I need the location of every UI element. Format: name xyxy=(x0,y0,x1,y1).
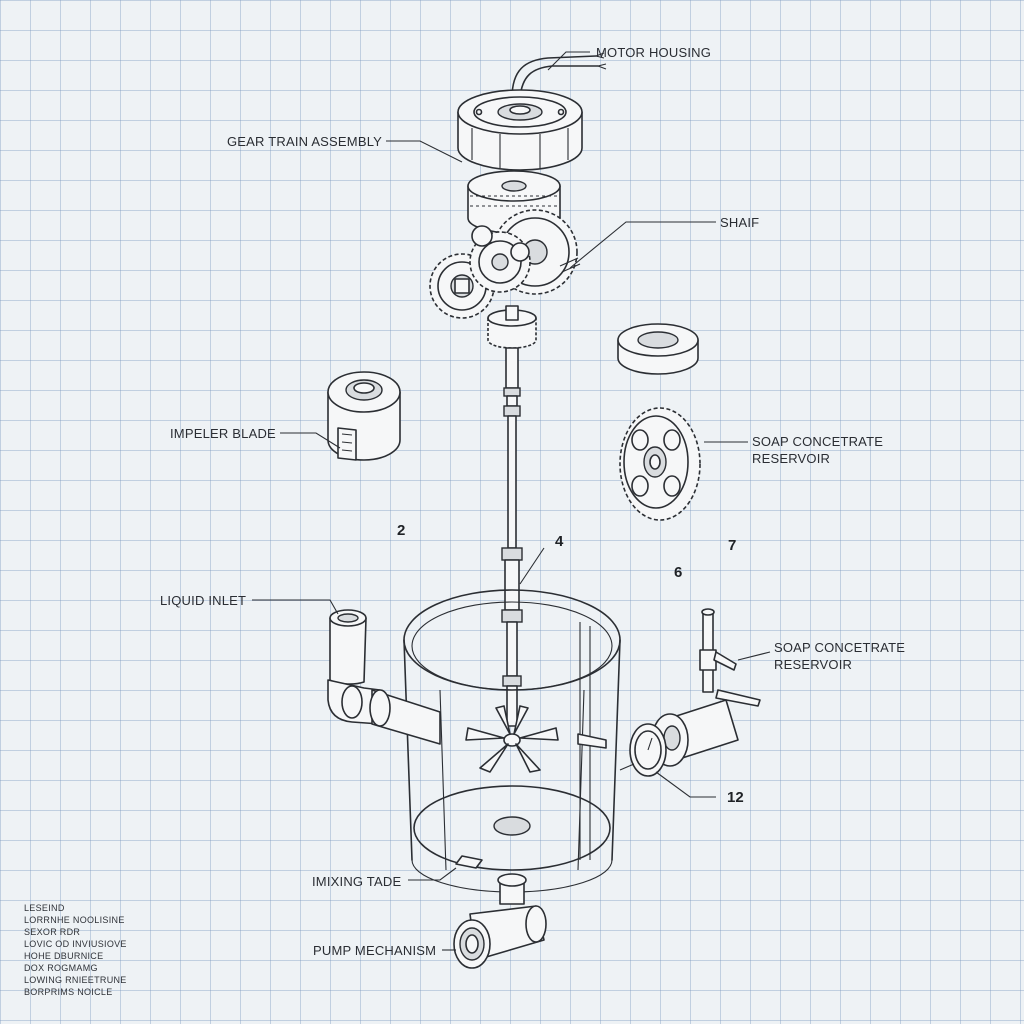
motor-housing xyxy=(457,52,607,171)
legend-line: BORPRIMS NOICLE xyxy=(24,987,113,997)
shaft xyxy=(501,347,523,727)
legend-line: LOWING RNIEETRUNE xyxy=(24,975,127,985)
seal-ring xyxy=(617,323,699,375)
mixing-tank xyxy=(403,589,621,893)
label-motor-housing: MOTOR HOUSING xyxy=(596,45,712,60)
legend-line: LOVIC OD INVIUSIOVE xyxy=(24,939,127,949)
legend-title: LESEIND xyxy=(24,903,65,913)
leader-lines xyxy=(252,51,771,951)
label-soap-reservoir-top-line1: SOAP CONCETRATE xyxy=(752,434,884,449)
legend-line: DOX ROGMAMG xyxy=(24,963,98,973)
reservoir-gear xyxy=(619,407,701,521)
legend: LESEIND LORRNHE NOOLISINE SEXOR RDR LOVI… xyxy=(24,902,127,998)
pump-mechanism xyxy=(453,873,547,969)
label-impeller-blade: IMPELER BLADE xyxy=(170,426,276,441)
gear-train-assembly xyxy=(429,170,581,349)
label-liquid-inlet: LIQUID INLET xyxy=(160,593,247,608)
label-soap-reservoir-top: SOAP CONCETRATE RESERVOIR xyxy=(752,433,883,467)
legend-line: HOHE DBURNICE xyxy=(24,951,104,961)
callout-7: 7 xyxy=(728,537,737,554)
callout-2: 2 xyxy=(397,522,406,539)
label-soap-reservoir-top-line2: RESERVOIR xyxy=(752,451,831,466)
valve-gauge-assembly xyxy=(619,608,761,777)
impeller-blade-part xyxy=(327,371,401,461)
legend-line: SEXOR RDR xyxy=(24,927,81,937)
label-pump-mechanism: PUMP MECHANISM xyxy=(313,943,437,958)
liquid-inlet-pipe xyxy=(327,609,441,745)
label-soap-reservoir-right: SOAP CONCETRATE RESERVOIR xyxy=(774,639,905,673)
callout-12: 12 xyxy=(727,789,744,806)
callout-4: 4 xyxy=(555,533,564,550)
callout-6: 6 xyxy=(674,564,683,581)
label-soap-reservoir-right-line1: SOAP CONCETRATE xyxy=(774,640,906,655)
legend-line: LORRNHE NOOLISINE xyxy=(24,915,125,925)
label-shaft: SHAIF xyxy=(720,215,760,230)
label-gear-train-assembly: GEAR TRAIN ASSEMBLY xyxy=(227,134,383,149)
label-soap-reservoir-right-line2: RESERVOIR xyxy=(774,657,853,672)
label-mixing-tank: IMIXING TADE xyxy=(312,874,402,889)
